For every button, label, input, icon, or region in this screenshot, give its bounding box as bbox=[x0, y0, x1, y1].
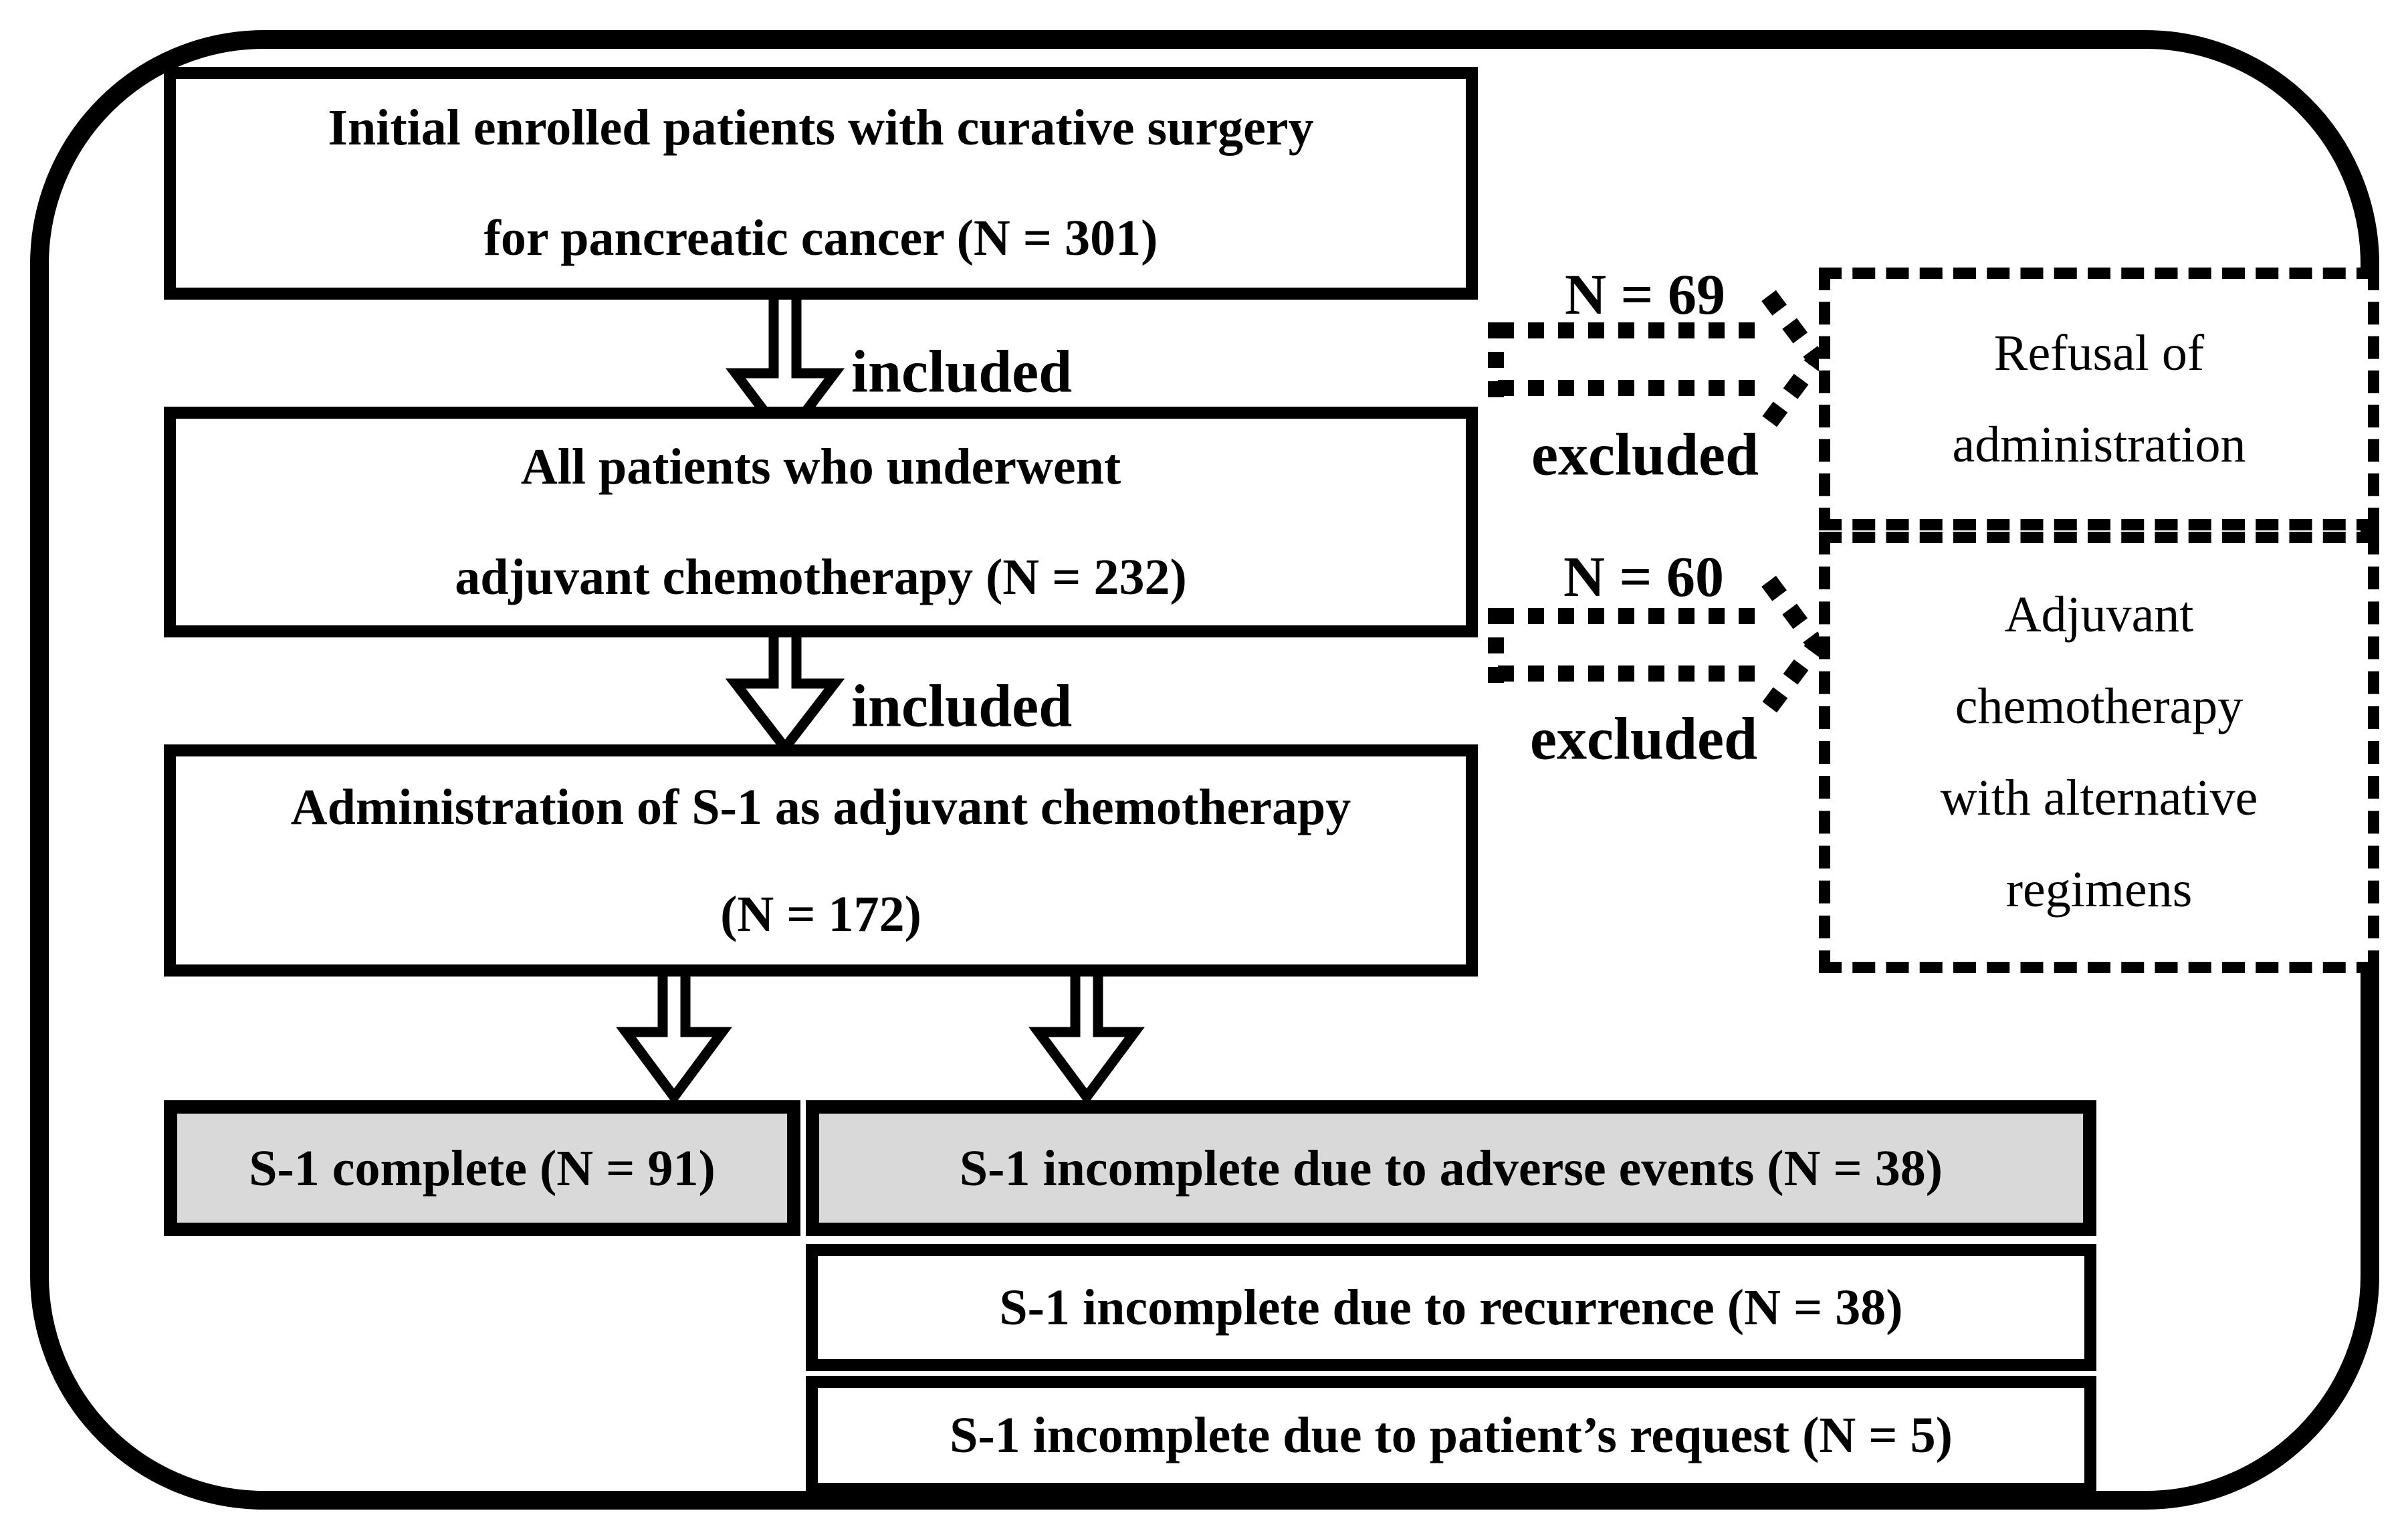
box-text-line: S-1 incomplete due to adverse events (N … bbox=[959, 1140, 1943, 1197]
box-text-line: (N = 172) bbox=[720, 886, 921, 942]
box-text-line: Adjuvant bbox=[2004, 587, 2194, 643]
box-text-line: Initial enrolled patients with curative … bbox=[328, 100, 1314, 156]
box-text-line: All patients who underwent bbox=[520, 438, 1121, 495]
excluded-count-label: N = 69 bbox=[1564, 262, 1726, 326]
box-text-line: adjuvant chemotherapy (N = 232) bbox=[455, 548, 1187, 605]
included-label: included bbox=[851, 673, 1073, 740]
box-s1-complete: S-1 complete (N = 91) bbox=[164, 1100, 800, 1236]
box-initial-enrolled: Initial enrolled patients with curative … bbox=[164, 67, 1478, 300]
box-s1-incomplete-recurrence: S-1 incomplete due to recurrence (N = 38… bbox=[806, 1244, 2096, 1371]
box-text-line: administration bbox=[1952, 416, 2246, 473]
box-s1-administration: Administration of S-1 as adjuvant chemot… bbox=[164, 744, 1478, 977]
box-s1-incomplete-request: S-1 incomplete due to patient’s request … bbox=[806, 1376, 2096, 1495]
box-text-line: regimens bbox=[2005, 861, 2193, 918]
box-alternative-regimens: Adjuvant chemotherapy with alternative r… bbox=[1819, 532, 2379, 973]
box-text-line: with alternative bbox=[1940, 770, 2258, 826]
box-text-line: S-1 incomplete due to patient’s request … bbox=[950, 1407, 1953, 1463]
box-text-line: S-1 complete (N = 91) bbox=[249, 1140, 716, 1197]
box-text-line: Refusal of bbox=[1993, 324, 2205, 381]
box-refusal-of-administration: Refusal of administration bbox=[1819, 268, 2379, 530]
excluded-label: excluded bbox=[1531, 421, 1759, 488]
box-s1-incomplete-adverse: S-1 incomplete due to adverse events (N … bbox=[806, 1100, 2096, 1236]
box-text-line: chemotherapy bbox=[1955, 678, 2243, 734]
excluded-label: excluded bbox=[1529, 706, 1758, 773]
box-text-line: S-1 incomplete due to recurrence (N = 38… bbox=[999, 1280, 1903, 1336]
box-adjuvant-chemotherapy: All patients who underwent adjuvant chem… bbox=[164, 407, 1478, 637]
included-label: included bbox=[851, 338, 1073, 405]
box-text-line: for pancreatic cancer (N = 301) bbox=[483, 210, 1158, 266]
excluded-count-label: N = 60 bbox=[1563, 544, 1725, 609]
box-text-line: Administration of S-1 as adjuvant chemot… bbox=[290, 779, 1351, 835]
